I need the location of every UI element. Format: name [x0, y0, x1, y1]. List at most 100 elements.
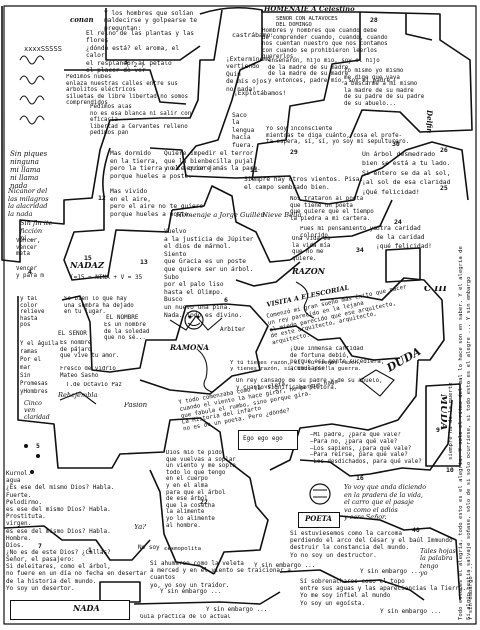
page-number-7: 7: [38, 542, 42, 550]
no-soy-label: No soy ...: [138, 544, 175, 551]
page-number-13: 13: [140, 258, 148, 266]
cinco-verse: Cinco ven claridad: [24, 400, 50, 421]
dormido-verse: Mas dormido en la tierra, pero la tierra…: [110, 150, 211, 180]
arbiter-label: Árbiter: [220, 326, 246, 333]
number-2: ( 2 ): [126, 62, 145, 69]
sin-embargo-1: Y sin embargo ...: [160, 588, 222, 595]
c3-label: C III: [424, 286, 447, 294]
homenaje-subtitle: SENOR CON ALTAVOCES DEL DOMINGO: [276, 16, 338, 28]
rehejembla-label: Rehejembla: [58, 392, 98, 399]
page-number-5: 5: [36, 442, 40, 450]
poeta-box: POETA: [298, 512, 340, 528]
nadaz-label: NADAZ: [70, 262, 105, 270]
relieve-verse: y tal color relieve hasta pos: [20, 296, 45, 329]
exterminemos-text: ¡Exterminemos vertiendo Quin de mis ojos…: [226, 56, 270, 93]
homenaje-title: HOMENAJE A Celestino: [264, 6, 355, 13]
homenaje-jorge-guillen: Homenaje a Jorge Guillén: [176, 212, 265, 219]
sin-embargo-2: Y sin embargo ...: [254, 562, 316, 569]
es-nombre-verse: Es un nombre de la soledad que no sé...: [104, 322, 150, 342]
vencer-verse: Vencer, vencer meta: [16, 238, 41, 258]
aguila-verse: Y el águila ramas Por el mar Sin Promesa…: [20, 341, 59, 395]
vertical-right-3: siempre ha de la muerte: [448, 382, 454, 460]
arbol-desmedrado-verse: Un árbol desmedrado bien se está a tu la…: [362, 150, 451, 196]
page-number-28: 28: [370, 16, 378, 24]
vivido-verse: Mas vivido en el aire, pero el aire no t…: [110, 188, 204, 218]
sin-embargo-5: Y sin embargo ...: [380, 608, 442, 615]
plants-verse: El reino de las plantas y las flores ¿dó…: [86, 30, 195, 75]
ramona-label: RAMONA: [170, 344, 209, 352]
page-number-6: 6: [224, 296, 228, 304]
ego-label: Ego ego ego: [243, 435, 283, 442]
vertical-right-1: Todo esto es el alegría, todo esto es el…: [458, 246, 464, 620]
nada-box: NADA: [10, 600, 130, 620]
pasajero-verse: Señor, el pasajero: Si deleitares, como …: [6, 556, 147, 592]
inconsciente-verse: Yo soy inconsciente mientras te diga cuá…: [266, 126, 410, 146]
cosmopolita-label: cosmopolita: [164, 546, 202, 552]
nina-formula: (=15 = NINA + V = 35: [70, 274, 143, 281]
xs-scribble: xxxxSSSSS: [24, 46, 62, 53]
ensenaron-verse: enseñaron, hijo mío, soy el hijo de la m…: [268, 58, 394, 84]
razon-title: RAZON: [292, 268, 325, 276]
page-number-10: 10: [446, 466, 454, 474]
guia-practica-label: Guía práctica de lo actual: [140, 614, 231, 620]
castrabamos-text: castrábamos.: [232, 32, 272, 39]
page-number-25: 25: [440, 184, 448, 192]
vencer-para-verse: Vencer y para m: [16, 266, 44, 279]
poeta-verse: Nos trataron al poeta que tiene un poeta…: [290, 196, 374, 222]
una-vida-verse: Una vida es la vida mía que no me quiere…: [292, 236, 331, 262]
quiere-verse: Quiere impedir el terror que la bienbeci…: [164, 150, 261, 173]
vertical-sin-embargo: Y sin embargo ...: [468, 562, 474, 620]
top-verse: Y los hombres que solían maldecirse y go…: [104, 10, 198, 32]
el-senor-label: EL SEÑOR: [58, 330, 87, 337]
fresco-vidrio: Fresco de vidrio Mateo Sasho: [60, 366, 116, 379]
topo-verse: Sí sobrenacharos como el topo entre sus …: [300, 578, 467, 607]
page-number-9: 9: [436, 426, 440, 434]
siempre-verse: Siempre hay otros vientos. Pisa: el camp…: [244, 176, 364, 191]
page-number-34: 34: [356, 246, 364, 254]
page-number-15: 15: [84, 254, 92, 262]
page-number-3: 3: [124, 58, 128, 66]
page-number-4: 4: [28, 268, 32, 276]
ya-label: Ya?: [134, 524, 147, 531]
delfin-label: Delfin: [426, 110, 433, 134]
octavio-paz-label: T.de Octavio Paz: [66, 382, 122, 388]
sin-embargo-3: Y sin embargo ...: [360, 568, 422, 575]
otra-caridad-verse: otra caridad de la caridad ¡qué felicida…: [376, 225, 432, 250]
pedimos-alas-verse: Pedimos alas no es esa blanca ni salir c…: [90, 104, 192, 137]
sin-embargo-4: Y sin embargo ...: [206, 606, 268, 613]
sin-piques-verse: Sin piques ninguna mi llama ni llama nad…: [10, 150, 48, 190]
page-number-30: 30: [392, 140, 400, 148]
pedimos-verse: Pedimos nubes enlaza nuestras calles ent…: [66, 74, 189, 107]
page-number-29: 29: [290, 148, 298, 156]
page-number-12: 12: [98, 194, 106, 202]
page-number-1: 1: [88, 546, 92, 554]
sin-fin-verse: Sin fin ite ficción ni ...: [20, 220, 53, 243]
el-nombre-label: EL NOMBRE: [106, 314, 139, 321]
voy-verse: Yo voy que anda diciendo en la pradera d…: [344, 484, 427, 522]
conan-label: conan: [70, 16, 94, 24]
yo-mismo-verse: Yo mismo yo mismo me digo que vaya a bus…: [344, 68, 425, 107]
nada-label: NADA: [73, 605, 100, 613]
page-number-16: 16: [356, 474, 364, 482]
dios-mio-verse: Dios mío te pido que vuelvas a soplar un…: [166, 450, 236, 529]
explotabamos-text: ¡Explotábamos!: [234, 90, 287, 97]
nicanor-verse: Nicanor del las milagros la alacridad la…: [8, 188, 49, 218]
muda-label: MUDA: [440, 394, 447, 431]
colorido-line: Pues mi pensamiento ya colorido: [300, 226, 377, 239]
tienes-razon-verse: Y tú tienes razón, sí, tú tienes razón, …: [230, 360, 362, 373]
saco-text: Saco la lengua hacia fuera.: [232, 112, 255, 149]
intro-verse: Hombres y hombres que cuando debe de com…: [262, 28, 388, 61]
page-number-40: 40: [412, 526, 420, 534]
kurnol-verse: Kurnol. agua ¿Es ese del mismo Dios? Hab…: [6, 470, 115, 557]
page-number-11: 11: [250, 166, 258, 174]
nieve-bella: Nieve Bella: [262, 212, 302, 219]
poeta-box-label: POETA: [305, 515, 332, 523]
rey-verse: Un rey cansado de su padre y de su abuel…: [236, 378, 383, 391]
page-number-24: 24: [394, 218, 402, 226]
page-number-26: 26: [440, 146, 448, 154]
ego-box: Ego ego ego: [238, 430, 298, 450]
carcoma-verse: Si estuviesemos como la carcoma perdiend…: [290, 530, 453, 559]
sombra-verse: Sé bien lo que hay una sombra ha dejado …: [64, 296, 134, 316]
